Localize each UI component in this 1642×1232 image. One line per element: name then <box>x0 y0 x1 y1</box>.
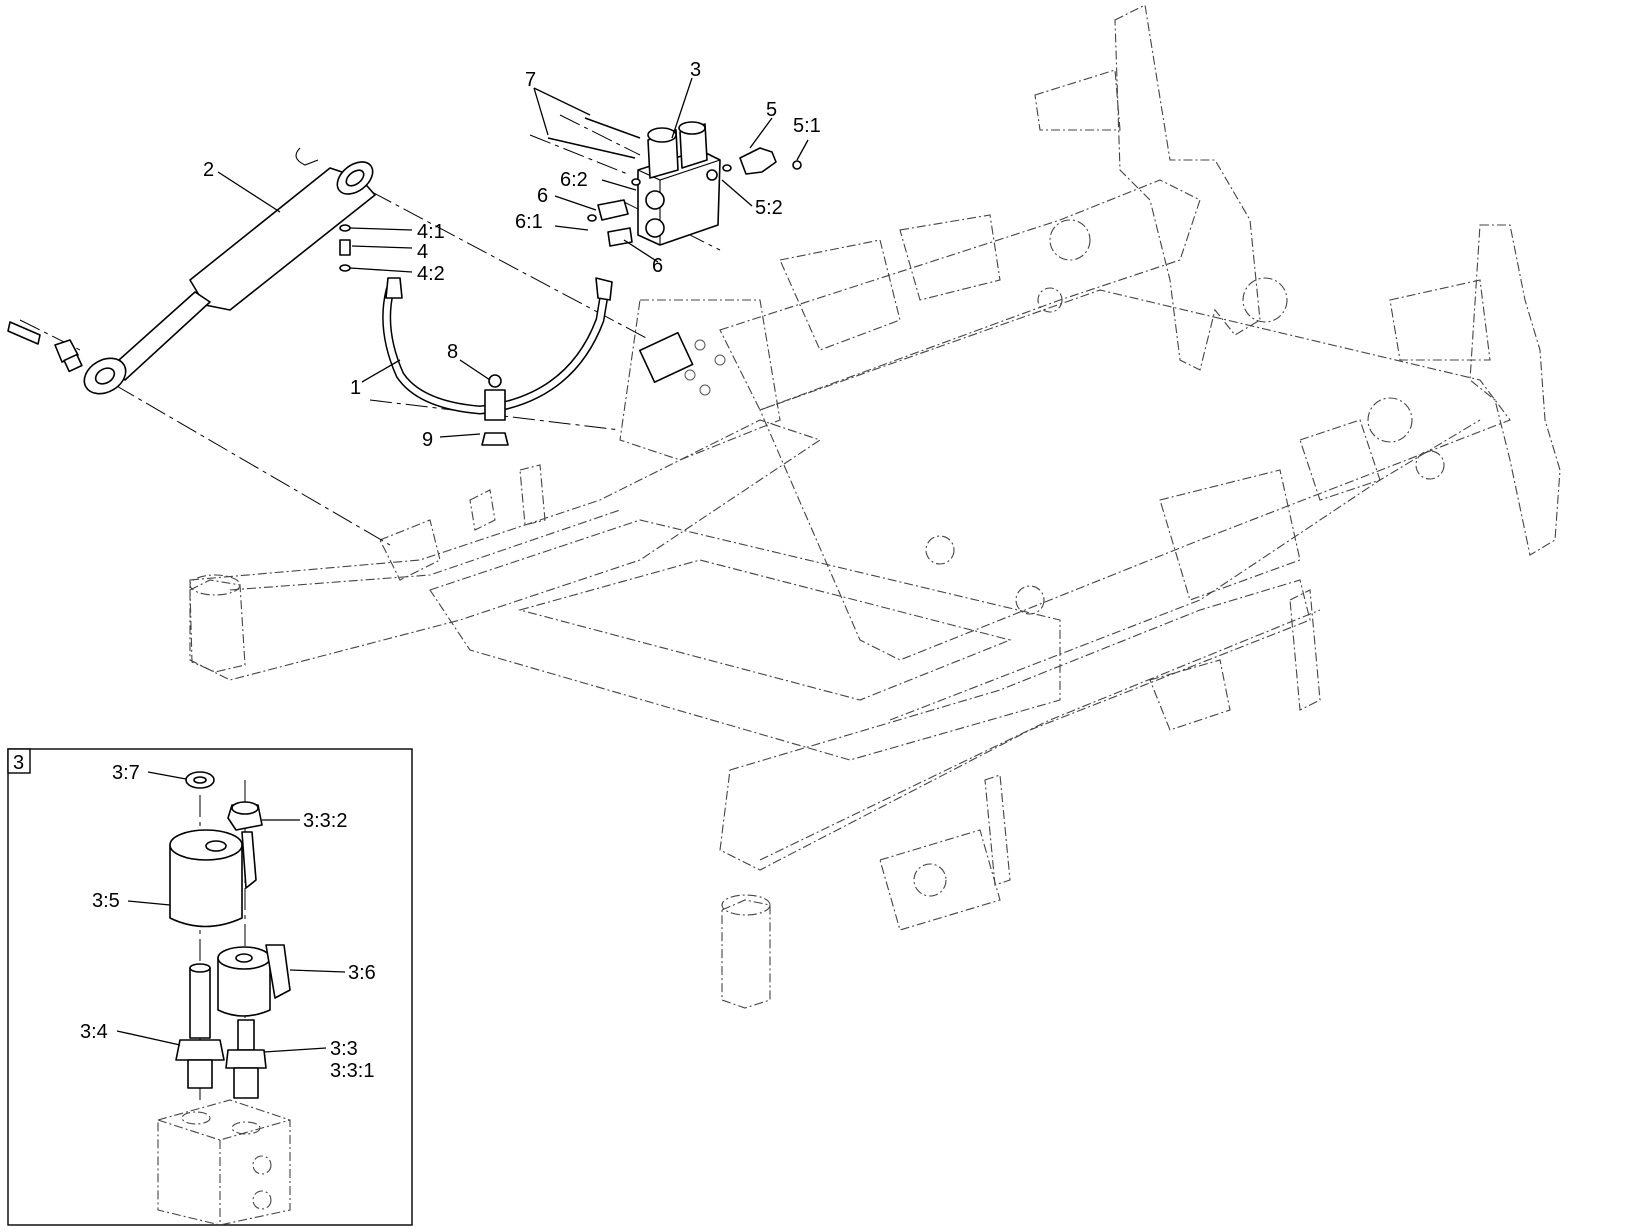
callout-3-3: 3:3 <box>330 1038 358 1060</box>
callout-4: 4 <box>417 241 428 263</box>
callout-2: 2 <box>203 159 214 181</box>
callout-7: 7 <box>525 69 536 91</box>
callout-6-bottom: 6 <box>652 255 663 277</box>
callout-6-1: 6:1 <box>515 211 543 233</box>
callout-3: 3 <box>690 59 701 81</box>
callout-5-2: 5:2 <box>755 197 783 219</box>
callout-3-7: 3:7 <box>112 762 140 784</box>
part-clamp <box>481 374 509 446</box>
callout-labels: 2 7 3 5 5:1 6:2 6 5:2 6:1 6 4:1 4 4:2 8 … <box>203 59 821 451</box>
callout-4-1: 4:1 <box>417 221 445 243</box>
part-cylinder <box>7 147 376 395</box>
callout-5-1: 5:1 <box>793 115 821 137</box>
inset-tag-box <box>7 748 31 774</box>
leader-lines <box>217 77 809 438</box>
callout-3-3-2: 3:3:2 <box>303 810 347 832</box>
inset-tag: 3 <box>13 752 24 774</box>
part-fitting-4 <box>339 224 351 272</box>
callout-5: 5 <box>766 99 777 121</box>
callout-3-5: 3:5 <box>92 890 120 912</box>
part-fittings-5-6 <box>587 147 802 383</box>
callout-3-6: 3:6 <box>348 962 376 984</box>
part-valve-block <box>547 117 721 246</box>
part-hose <box>382 277 613 415</box>
detail-inset-3: 3 <box>7 748 413 1226</box>
callout-1: 1 <box>350 377 361 399</box>
callout-3-4: 3:4 <box>80 1021 108 1043</box>
callout-6-2: 6:2 <box>560 169 588 191</box>
callout-9: 9 <box>422 429 433 451</box>
callout-3-3-1: 3:3:1 <box>330 1060 374 1082</box>
callout-4-2: 4:2 <box>417 263 445 285</box>
callout-8: 8 <box>447 341 458 363</box>
callout-6-top: 6 <box>537 185 548 207</box>
